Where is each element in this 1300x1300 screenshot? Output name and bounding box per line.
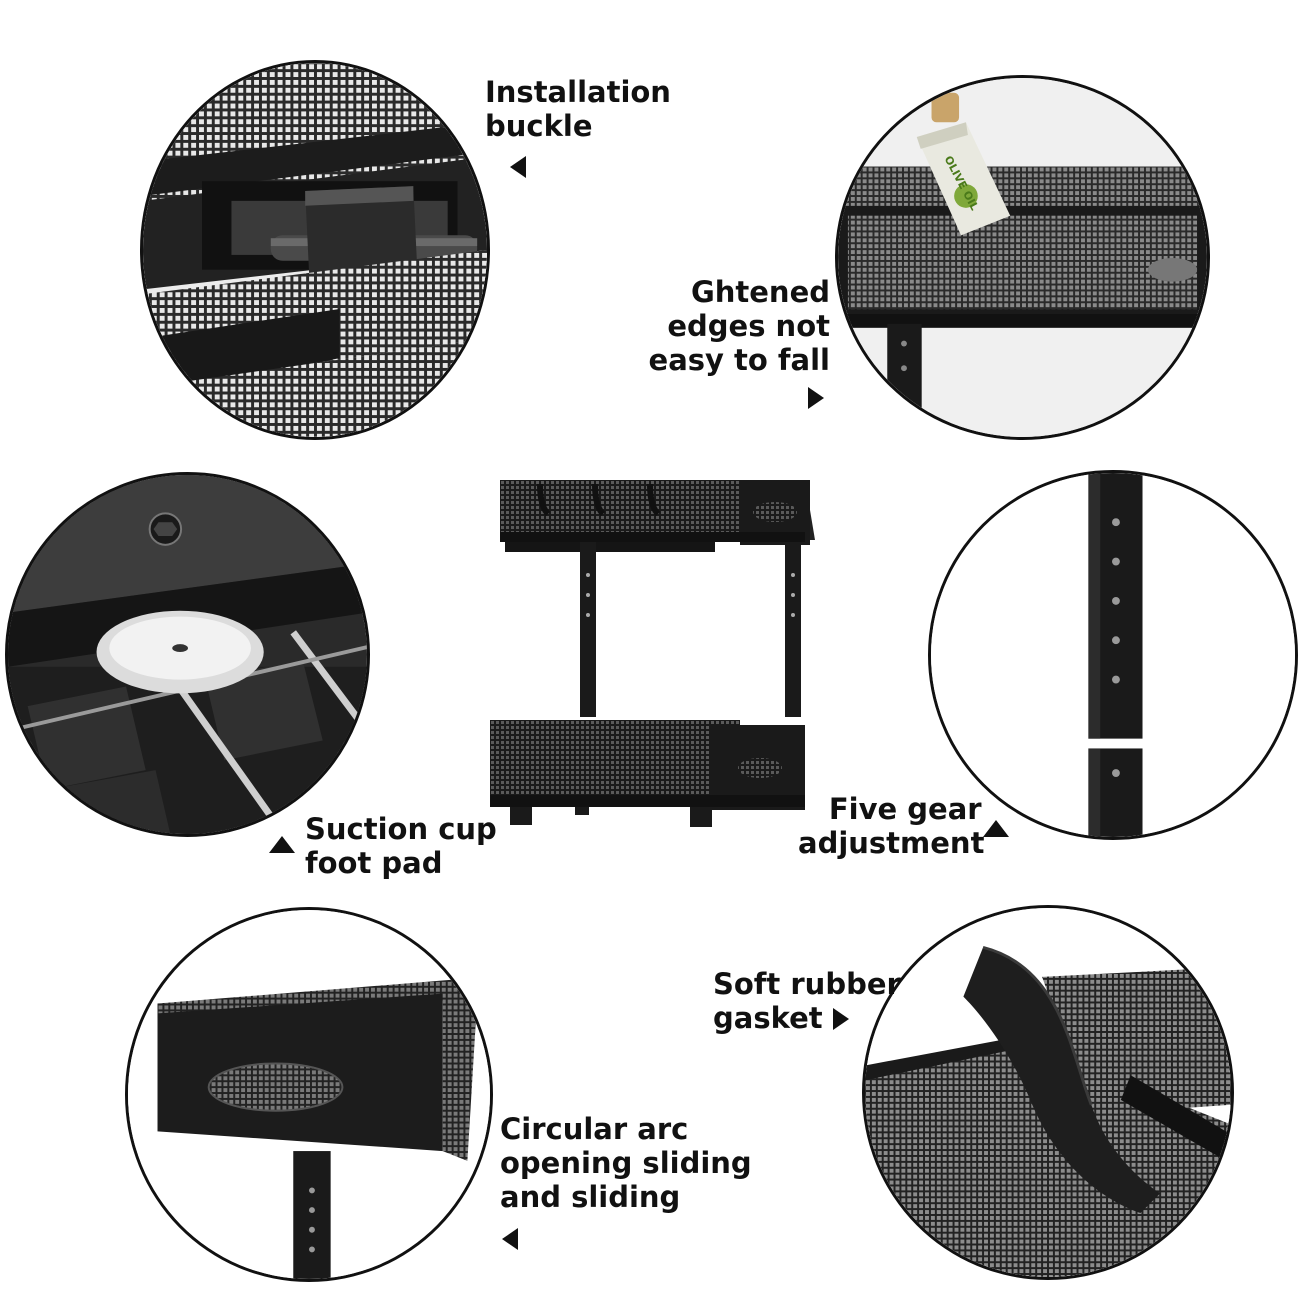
- five-gear-adjustment-illustration: [931, 473, 1295, 837]
- circular-arc-opening-closeup: [125, 907, 493, 1282]
- five-gear-adjustment-closeup: [928, 470, 1298, 840]
- left-arrow-icon: [502, 1228, 518, 1250]
- tightened-edges-closeup: OLIVE OIL: [835, 75, 1210, 440]
- tightened-edges-label: Ghtened edges not easy to fall: [648, 275, 830, 377]
- soft-rubber-gasket-illustration: [865, 908, 1231, 1277]
- soft-rubber-gasket-closeup: [862, 905, 1234, 1280]
- left-arrow-icon: [510, 156, 526, 178]
- soft-rubber-gasket-label: Soft rubber gasket: [713, 967, 901, 1035]
- circular-arc-opening-illustration: [128, 910, 490, 1279]
- up-arrow-icon: [983, 820, 1009, 837]
- five-gear-adjustment-label: Five gear adjustment: [798, 792, 985, 860]
- installation-buckle-closeup: [140, 60, 490, 440]
- tightened-edges-illustration: OLIVE OIL: [838, 78, 1207, 437]
- installation-buckle-illustration: [143, 63, 487, 437]
- product-main-image: [485, 470, 815, 835]
- sink-organizer-illustration: [490, 480, 815, 827]
- circular-arc-opening-label: Circular arc opening sliding and sliding: [500, 1112, 752, 1214]
- right-arrow-icon: [833, 1008, 849, 1030]
- suction-cup-label: Suction cup foot pad: [305, 812, 497, 880]
- installation-buckle-label: Installation buckle: [485, 75, 671, 143]
- up-arrow-icon: [269, 836, 295, 853]
- suction-cup-illustration: [8, 475, 367, 834]
- suction-cup-closeup: [5, 472, 370, 837]
- right-arrow-icon: [808, 387, 824, 409]
